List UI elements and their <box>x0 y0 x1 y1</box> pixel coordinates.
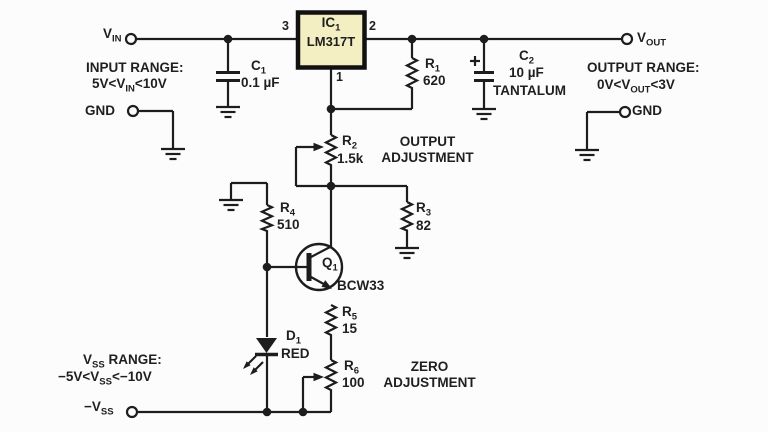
d1-color-label: RED <box>281 346 310 361</box>
transistor-q1 <box>267 242 344 292</box>
c2-name-label: C2 <box>519 48 535 67</box>
terminal-vout <box>620 32 634 46</box>
q1-name-label: Q1 <box>322 255 338 274</box>
terminal-gnd-left <box>126 104 140 118</box>
resistor-r3 <box>399 201 415 232</box>
ground-symbol-r3 <box>395 246 419 260</box>
r6-wiper-arrow <box>301 372 324 412</box>
r5-value-label: 15 <box>342 321 358 336</box>
wires <box>136 37 622 414</box>
r6-name-label: R6 <box>344 358 360 377</box>
terminal-gnd-right <box>618 105 632 119</box>
ic1-pin2-label: 2 <box>369 19 376 33</box>
r5-name-label: R5 <box>342 304 358 323</box>
c2-value-label: 10 µF <box>509 65 544 80</box>
ic1-body <box>295 10 367 70</box>
input-range-title: INPUT RANGE: <box>86 60 184 75</box>
terminal-neg-vss <box>125 405 139 419</box>
q1-part-label: BCW33 <box>337 278 385 293</box>
neg-vss-label: −VSS <box>84 399 114 418</box>
capacitor-c1 <box>216 71 240 82</box>
r2-wiper-arrow <box>294 142 331 188</box>
r2-value-label: 1.5k <box>337 151 364 166</box>
gnd-left-label: GND <box>85 103 115 118</box>
led-d1 <box>243 338 278 375</box>
junction-dots <box>223 34 489 417</box>
c2-type-label: TANTALUM <box>493 83 566 98</box>
terminal-vin <box>124 32 138 46</box>
gnd-right-label: GND <box>632 103 662 118</box>
ground-symbol-r4 <box>219 198 243 212</box>
output-range-value: 0V<VOUT<3V <box>597 77 675 96</box>
r4-value-label: 510 <box>277 217 300 232</box>
vin-label: VIN <box>103 26 122 45</box>
ic1-part-label: LM317T <box>306 34 356 49</box>
vss-range-value: −5V<VSS<−10V <box>58 369 152 388</box>
ic1-pin3-label: 3 <box>282 19 289 33</box>
r6-value-label: 100 <box>342 375 365 390</box>
output-range-title: OUTPUT RANGE: <box>587 60 700 75</box>
led-emission-arrows <box>243 355 264 375</box>
resistor-r6 <box>323 359 339 392</box>
vss-range-title: VSS RANGE: <box>83 352 162 371</box>
r1-value-label: 620 <box>423 73 446 88</box>
r4-name-label: R4 <box>280 200 296 219</box>
c1-value-label: 0.1 µF <box>241 75 280 90</box>
ground-symbol-c1 <box>216 105 240 119</box>
r2-name-label: R2 <box>342 133 358 152</box>
d1-name-label: D1 <box>286 328 302 347</box>
input-range-value: 5V<VIN<10V <box>92 76 167 95</box>
c2-plus-sign <box>470 56 480 66</box>
resistor-r1 <box>404 57 420 90</box>
ic1-pin1-label: 1 <box>336 70 343 84</box>
output-adjustment-note: OUTPUT ADJUSTMENT <box>381 134 474 166</box>
zero-adjustment-note: ZERO ADJUSTMENT <box>383 359 476 391</box>
resistor-r2 <box>323 134 339 167</box>
capacitor-c2 <box>470 56 494 82</box>
r3-value-label: 82 <box>416 218 432 233</box>
ground-symbol-gnd-left <box>161 147 185 161</box>
ground-symbol-gnd-right <box>575 148 599 162</box>
resistor-r4 <box>258 204 275 233</box>
r3-name-label: R3 <box>416 200 432 219</box>
ic1-name-label: IC1 <box>321 15 341 34</box>
vout-label: VOUT <box>637 30 667 49</box>
c1-name-label: C1 <box>251 58 267 77</box>
resistor-r5 <box>323 304 339 337</box>
ground-symbol-c2 <box>472 107 496 121</box>
r1-name-label: R1 <box>425 56 441 75</box>
